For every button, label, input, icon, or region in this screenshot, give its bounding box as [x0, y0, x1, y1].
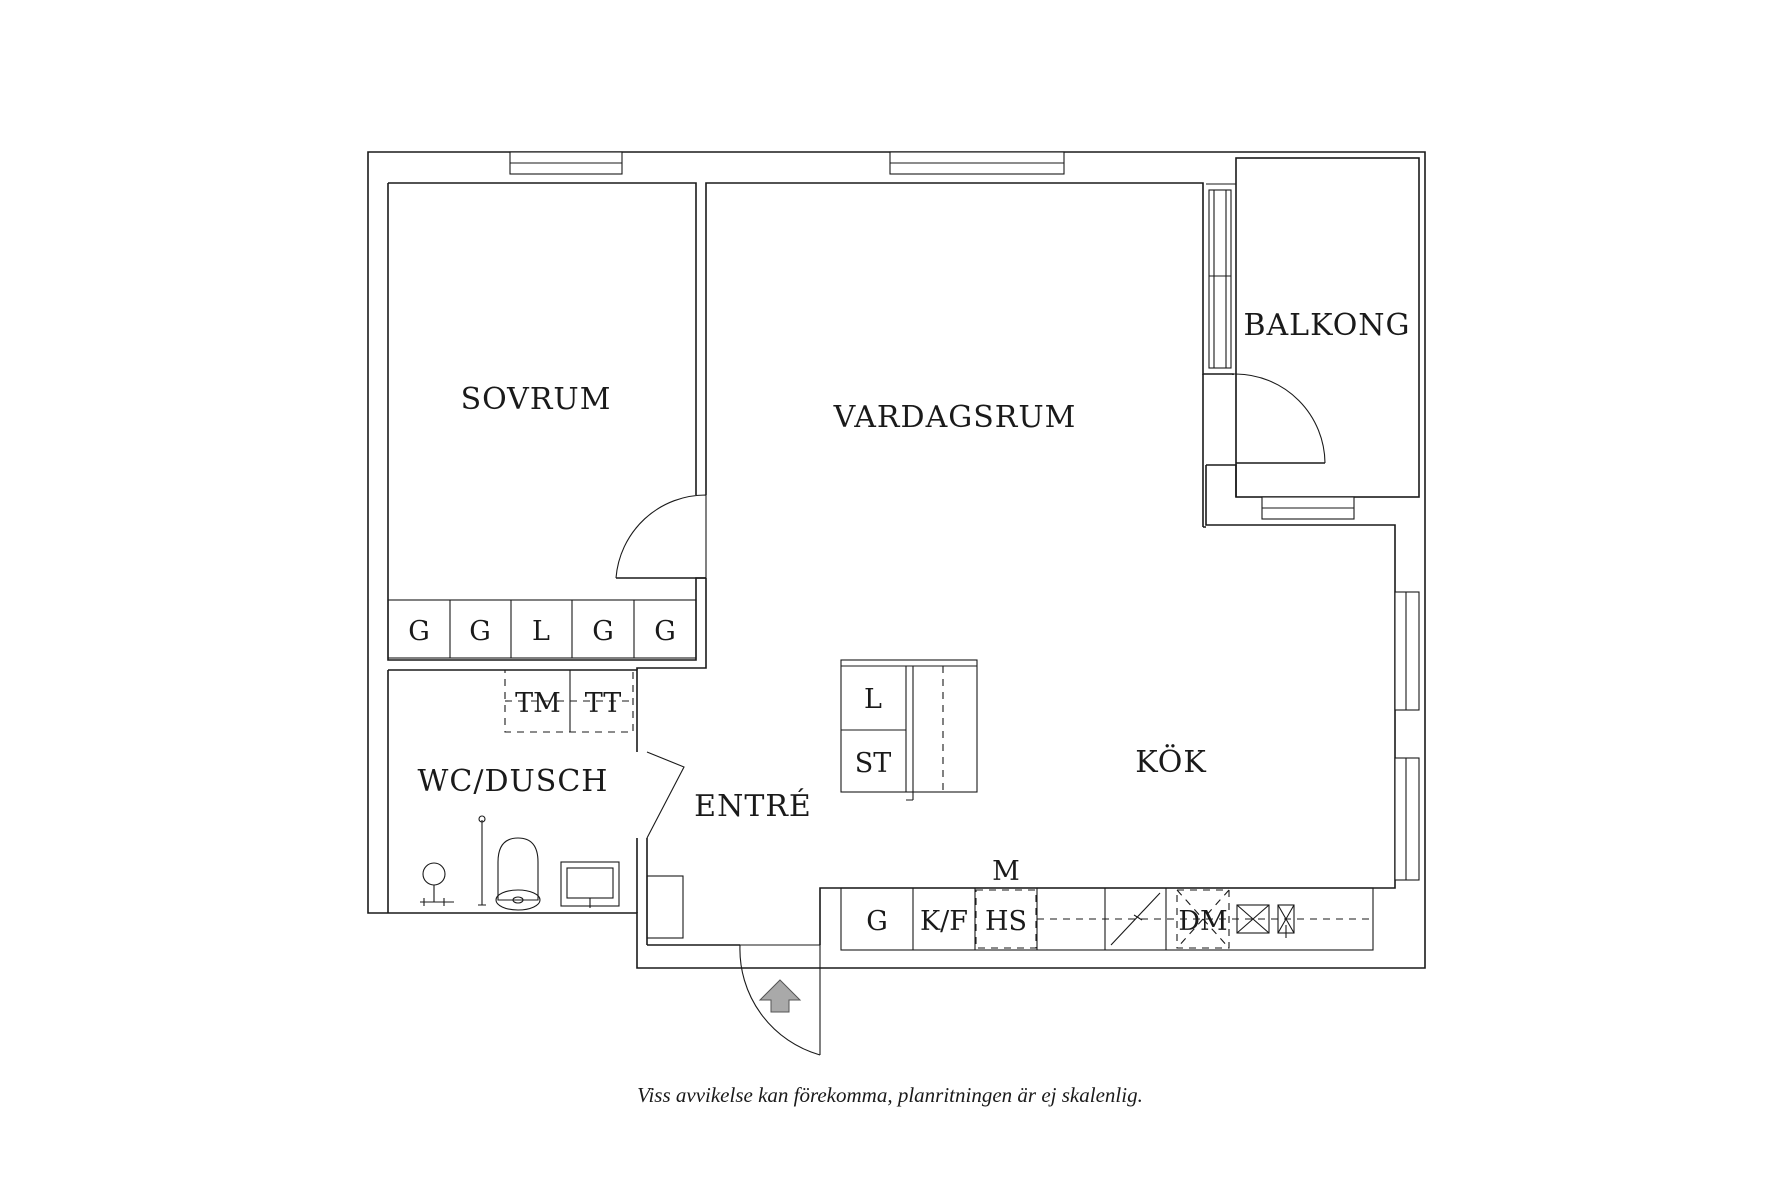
tall-cabinet-label: HS: [985, 906, 1027, 937]
microwave-label: M: [992, 856, 1020, 887]
kitchen-island: L ST: [840, 659, 978, 801]
kitchen-counter: G K/F M HS DM: [840, 856, 1374, 951]
room-label-entre: ENTRÉ: [694, 788, 812, 824]
tumble-dryer-label: TT: [585, 688, 622, 719]
sink-icon: [560, 861, 620, 908]
door-balcony: [1235, 373, 1326, 464]
door-bathroom: [646, 751, 685, 839]
windows: [509, 151, 1420, 881]
washing-machine-label: TM: [515, 688, 561, 719]
room-label-vardagsrum: VARDAGSRUM: [833, 400, 1077, 435]
wardrobe-label: G: [469, 616, 491, 647]
wardrobe-label: G: [592, 616, 614, 647]
wardrobes: G G L G G: [387, 599, 697, 659]
island-sink-label: L: [864, 684, 882, 715]
door-entrance: [739, 944, 821, 1056]
room-label-balkong: BALKONG: [1243, 308, 1410, 343]
doors: [615, 373, 1326, 1056]
interior-walls: [387, 183, 1396, 946]
wardrobe-label: G: [654, 616, 676, 647]
island-stove-label: ST: [855, 748, 892, 779]
bathroom-fixtures: [420, 815, 620, 911]
wardrobe-label: G: [408, 616, 430, 647]
hall-cabinet: [646, 875, 684, 939]
room-label-sovrum: SOVRUM: [461, 382, 612, 417]
door-bedroom: [615, 494, 707, 579]
room-labels: SOVRUM VARDAGSRUM BALKONG WC/DUSCH ENTRÉ…: [418, 308, 1410, 824]
balcony-door-window: [1208, 189, 1232, 369]
wardrobe-label: L: [532, 616, 550, 647]
fridge-freezer-label: K/F: [920, 906, 968, 937]
room-label-wc-dusch: WC/DUSCH: [418, 764, 609, 799]
window-kitchen-2: [1394, 757, 1420, 881]
counter-cabinet-label: G: [866, 906, 888, 937]
window-kitchen-1: [1394, 591, 1420, 711]
shower-icon: [420, 815, 486, 906]
outer-walls: [367, 151, 1426, 969]
toilet-icon: [495, 837, 541, 911]
entrance-arrow-icon: [758, 979, 802, 1013]
room-label-kok: KÖK: [1135, 744, 1207, 780]
bath-units: TM TT: [504, 669, 634, 733]
fan-icon: [1236, 904, 1270, 934]
disclaimer: Viss avvikelse kan förekomma, planritnin…: [637, 1083, 1143, 1107]
dishwasher-label: DM: [1178, 906, 1227, 937]
